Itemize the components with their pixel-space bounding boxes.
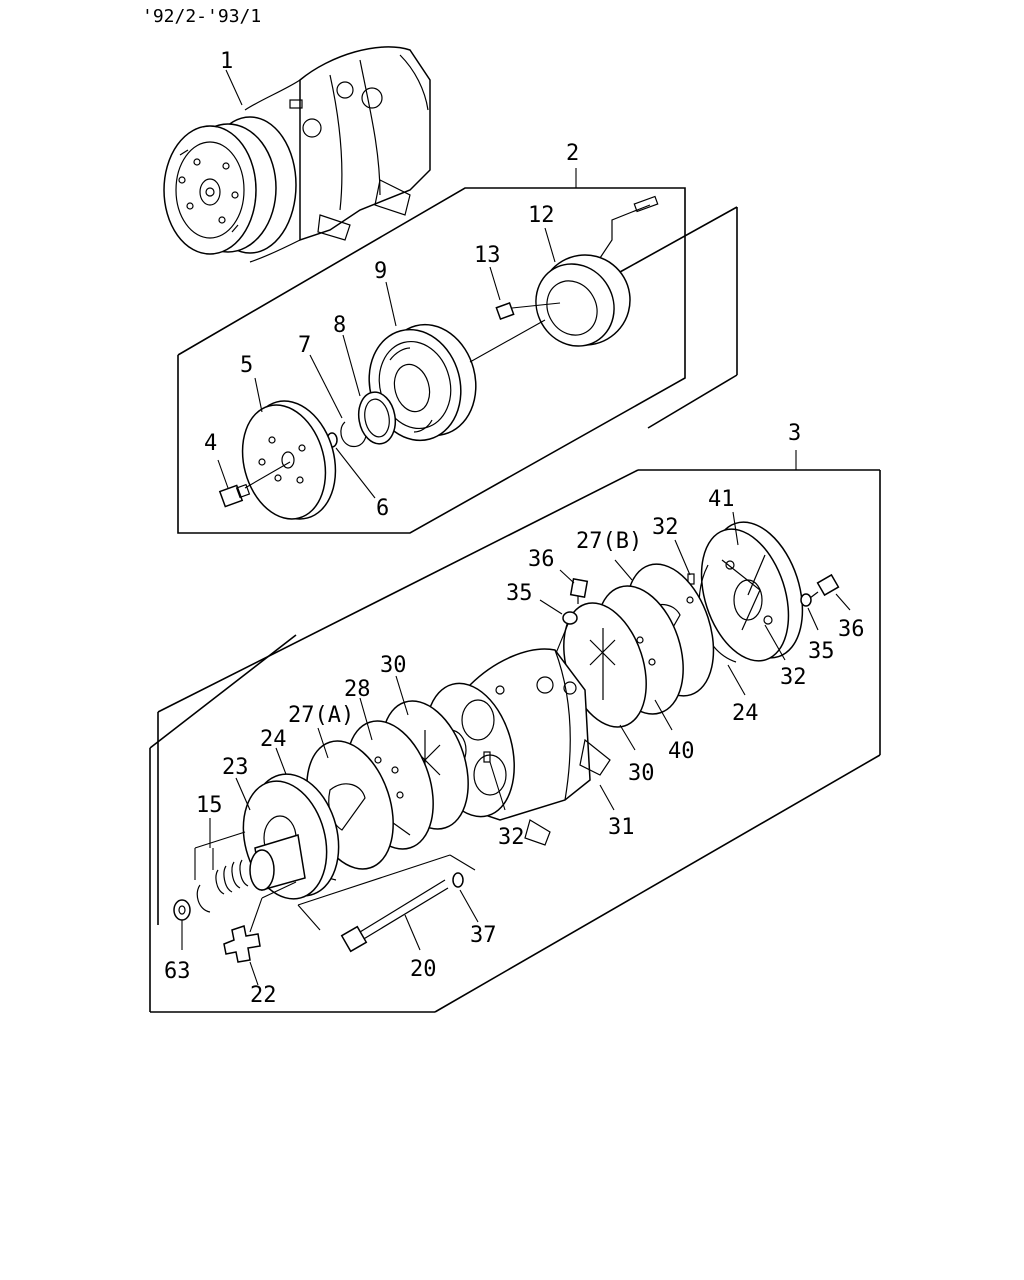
shaft-seal [194,818,249,913]
callout-2: 2 [566,141,579,166]
callout-41: 41 [708,487,735,512]
callout-15: 15 [196,793,223,818]
callout-63: 63 [164,959,191,984]
hub-bolt [218,483,251,508]
callout-32-top: 32 [652,515,679,540]
callout-35-top: 35 [506,581,533,606]
callout-32-front: 32 [498,825,525,850]
callout-1: 1 [220,49,233,74]
callout-9: 9 [374,259,387,284]
callout-37: 37 [470,923,497,948]
date-range-header: '92/2-'93/1 [142,6,261,27]
callout-27a: 27(A) [288,703,354,728]
callout-24-front: 24 [260,727,287,752]
callout-23: 23 [222,755,249,780]
callout-6: 6 [376,496,389,521]
dust-cover [173,899,191,921]
compressor-assembly [163,46,431,263]
callout-31: 31 [608,815,635,840]
through-bolt [297,854,476,953]
top-bolt [544,578,589,681]
callout-3: 3 [788,421,801,446]
callout-27b: 27(B) [576,529,642,554]
callout-30-rear: 30 [628,761,655,786]
compressor-internals-frame [149,450,881,1013]
front-head [242,773,340,900]
callout-30-front: 30 [380,653,407,678]
callout-20: 20 [410,957,437,982]
bolt-washer [452,872,464,888]
bearing-ring [357,391,397,445]
callout-32-rear: 32 [780,665,807,690]
clutch-hub-plate [241,400,337,520]
callout-36-rear: 36 [838,617,865,642]
snap-ring [340,421,367,448]
callout-24-rear: 24 [732,701,759,726]
callout-7: 7 [298,333,311,358]
clutch-group-frame [177,168,738,534]
field-coil [535,195,659,347]
callout-13: 13 [474,243,501,268]
callout-35-rear: 35 [808,639,835,664]
rear-bolt [800,573,840,607]
callout-8: 8 [333,313,346,338]
callout-5: 5 [240,353,253,378]
callout-28: 28 [344,677,371,702]
callout-22: 22 [250,983,277,1008]
callout-36-top: 36 [528,547,555,572]
coil-screw [495,302,561,320]
callout-4: 4 [204,431,217,456]
callout-40: 40 [668,739,695,764]
callout-12: 12 [528,203,555,228]
shaft-key [223,881,297,963]
